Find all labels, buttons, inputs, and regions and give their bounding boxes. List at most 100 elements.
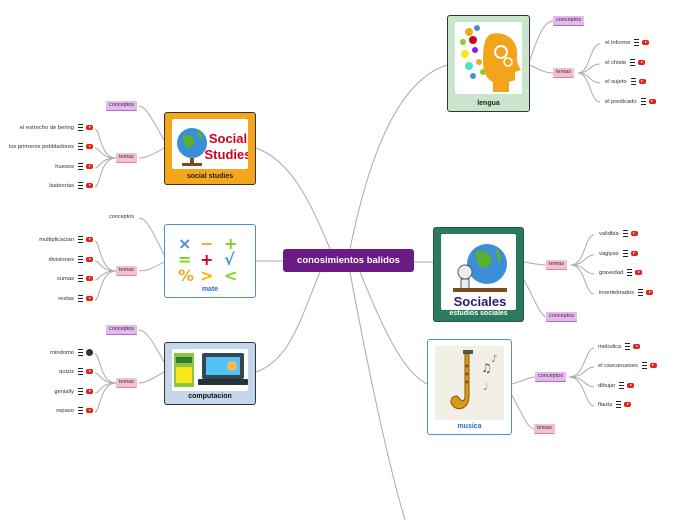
youtube-icon[interactable] (86, 183, 93, 188)
youtube-icon[interactable] (86, 276, 93, 281)
node-mate[interactable]: × − + = + √ % > < mate (164, 224, 256, 298)
youtube-icon[interactable] (638, 79, 646, 84)
node-mate-label: mate (201, 286, 219, 293)
math-symbols-image: × − + = + √ % > < (172, 231, 248, 283)
social-studies-conceptos-tag[interactable]: conceptos (106, 101, 138, 111)
sociales-leaf-3[interactable]: gravedad (599, 269, 643, 278)
notes-icon (641, 362, 647, 369)
notes-icon (78, 388, 83, 395)
node-computacion[interactable]: computacion (164, 342, 256, 405)
lengua-temas-tag[interactable]: temas (553, 68, 574, 78)
node-social-studies-label: social studies (186, 173, 234, 180)
saxophone-image: ♫ ♪ ♩ (435, 346, 504, 420)
youtube-icon[interactable] (86, 296, 93, 301)
youtube-icon[interactable] (646, 290, 654, 295)
youtube-icon[interactable] (635, 270, 643, 275)
lengua-leaf-3[interactable]: el sujeto (605, 78, 646, 87)
computacion-conceptos-tag[interactable]: conceptos (106, 325, 138, 335)
computacion-leaf-3[interactable]: genially (54, 388, 93, 397)
sociales-leaf-2[interactable]: vagiyas (599, 250, 638, 259)
svg-text:>: > (200, 266, 213, 283)
youtube-icon[interactable] (648, 99, 656, 104)
youtube-icon[interactable] (630, 251, 638, 256)
mate-leaf-4[interactable]: restas (58, 295, 93, 304)
mate-leaf-2[interactable]: divisiones (49, 256, 93, 265)
node-estudios-sociales[interactable]: Sociales estudios sociales (433, 227, 524, 322)
sociales-conceptos-tag[interactable]: conceptos (546, 312, 578, 322)
sociales-word: Sociales (454, 294, 507, 309)
musica-leaf-1[interactable]: melodica (598, 343, 641, 352)
mate-leaf-1[interactable]: multiplicacian (39, 236, 93, 245)
mate-leaf-3[interactable]: sumas (57, 275, 93, 284)
mate-conceptos-tag[interactable]: conceptos (109, 214, 135, 220)
lengua-image (455, 22, 522, 94)
notes-icon (78, 349, 83, 356)
notes-icon (630, 59, 636, 66)
youtube-icon[interactable] (86, 408, 93, 413)
youtube-icon[interactable] (633, 344, 641, 349)
notes-icon (638, 289, 644, 296)
sociales-leaf-4[interactable]: invertebrados (599, 289, 654, 298)
youtube-icon[interactable] (86, 257, 93, 262)
youtube-icon[interactable] (86, 369, 93, 374)
head-gears-icon (460, 25, 521, 92)
notes-icon (622, 230, 628, 237)
youtube-icon[interactable] (86, 237, 93, 242)
youtube-icon[interactable] (86, 125, 93, 130)
lengua-leaf-1[interactable]: el informe (605, 39, 650, 48)
node-musica[interactable]: ♫ ♪ ♩ musica (427, 339, 512, 435)
node-lengua-label: lengua (477, 100, 500, 107)
mate-temas-tag[interactable]: temas (116, 266, 137, 276)
node-estudios-sociales-label: estudios sociales (449, 310, 508, 317)
notes-icon (78, 275, 83, 282)
lengua-leaf-2[interactable]: el chiste (605, 59, 646, 68)
node-social-studies[interactable]: Social Studies social studies (164, 112, 256, 185)
youtube-icon[interactable] (627, 383, 635, 388)
lengua-conceptos-tag[interactable]: conceptos (553, 16, 585, 26)
notes-icon (625, 343, 631, 350)
node-musica-label: musica (457, 423, 482, 430)
social-studies-temas-tag[interactable]: temas (116, 153, 137, 163)
social-studies-leaf-2[interactable]: los primeros pobbladores (9, 143, 93, 152)
youtube-icon[interactable] (649, 363, 657, 368)
node-lengua[interactable]: lengua (447, 15, 530, 112)
computacion-temas-tag[interactable]: temas (116, 378, 137, 388)
computacion-leaf-4[interactable]: repaso (56, 407, 93, 416)
youtube-icon[interactable] (624, 402, 632, 407)
musica-conceptos-tag[interactable]: conceptos (535, 372, 567, 382)
svg-text:+: + (200, 250, 213, 269)
youtube-icon[interactable] (86, 164, 93, 169)
musica-leaf-4[interactable]: flauta (598, 401, 632, 410)
youtube-icon[interactable] (638, 60, 646, 65)
web-link-icon[interactable] (86, 349, 93, 356)
svg-text:%: % (178, 266, 194, 283)
central-topic[interactable]: conosimientos balidos (283, 249, 414, 272)
computacion-leaf-2[interactable]: quiziz (59, 368, 93, 377)
notes-icon (78, 256, 83, 263)
svg-text:♪: ♪ (491, 354, 497, 365)
musica-temas-tag[interactable]: temas (534, 424, 555, 434)
svg-text:×: × (178, 234, 191, 253)
youtube-icon[interactable] (630, 231, 638, 236)
youtube-icon[interactable] (86, 389, 93, 394)
notes-icon (78, 368, 83, 375)
sociales-leaf-1[interactable]: validbia (599, 230, 638, 239)
notes-icon (78, 407, 83, 414)
svg-text:+: + (224, 234, 237, 253)
youtube-icon[interactable] (642, 40, 650, 45)
computacion-leaf-1[interactable]: mindomo (50, 349, 93, 358)
social-studies-leaf-4[interactable]: lasteorias (49, 182, 93, 191)
social-studies-leaf-3[interactable]: huesos (55, 163, 93, 172)
notes-icon (627, 269, 633, 276)
musica-leaf-2[interactable]: el cascanueses (598, 362, 657, 371)
musica-leaf-3[interactable]: dibujar (598, 382, 635, 391)
computer-image (172, 349, 248, 391)
social-studies-leaf-1[interactable]: el estrecho de bering (20, 124, 93, 133)
svg-text:<: < (224, 266, 237, 283)
saxophone-icon: ♫ ♪ ♩ (450, 350, 497, 410)
youtube-icon[interactable] (86, 144, 93, 149)
sociales-temas-tag[interactable]: temas (546, 260, 567, 270)
lengua-leaf-4[interactable]: el predicado (605, 98, 656, 107)
notes-icon (630, 78, 636, 85)
svg-text:=: = (178, 250, 191, 269)
